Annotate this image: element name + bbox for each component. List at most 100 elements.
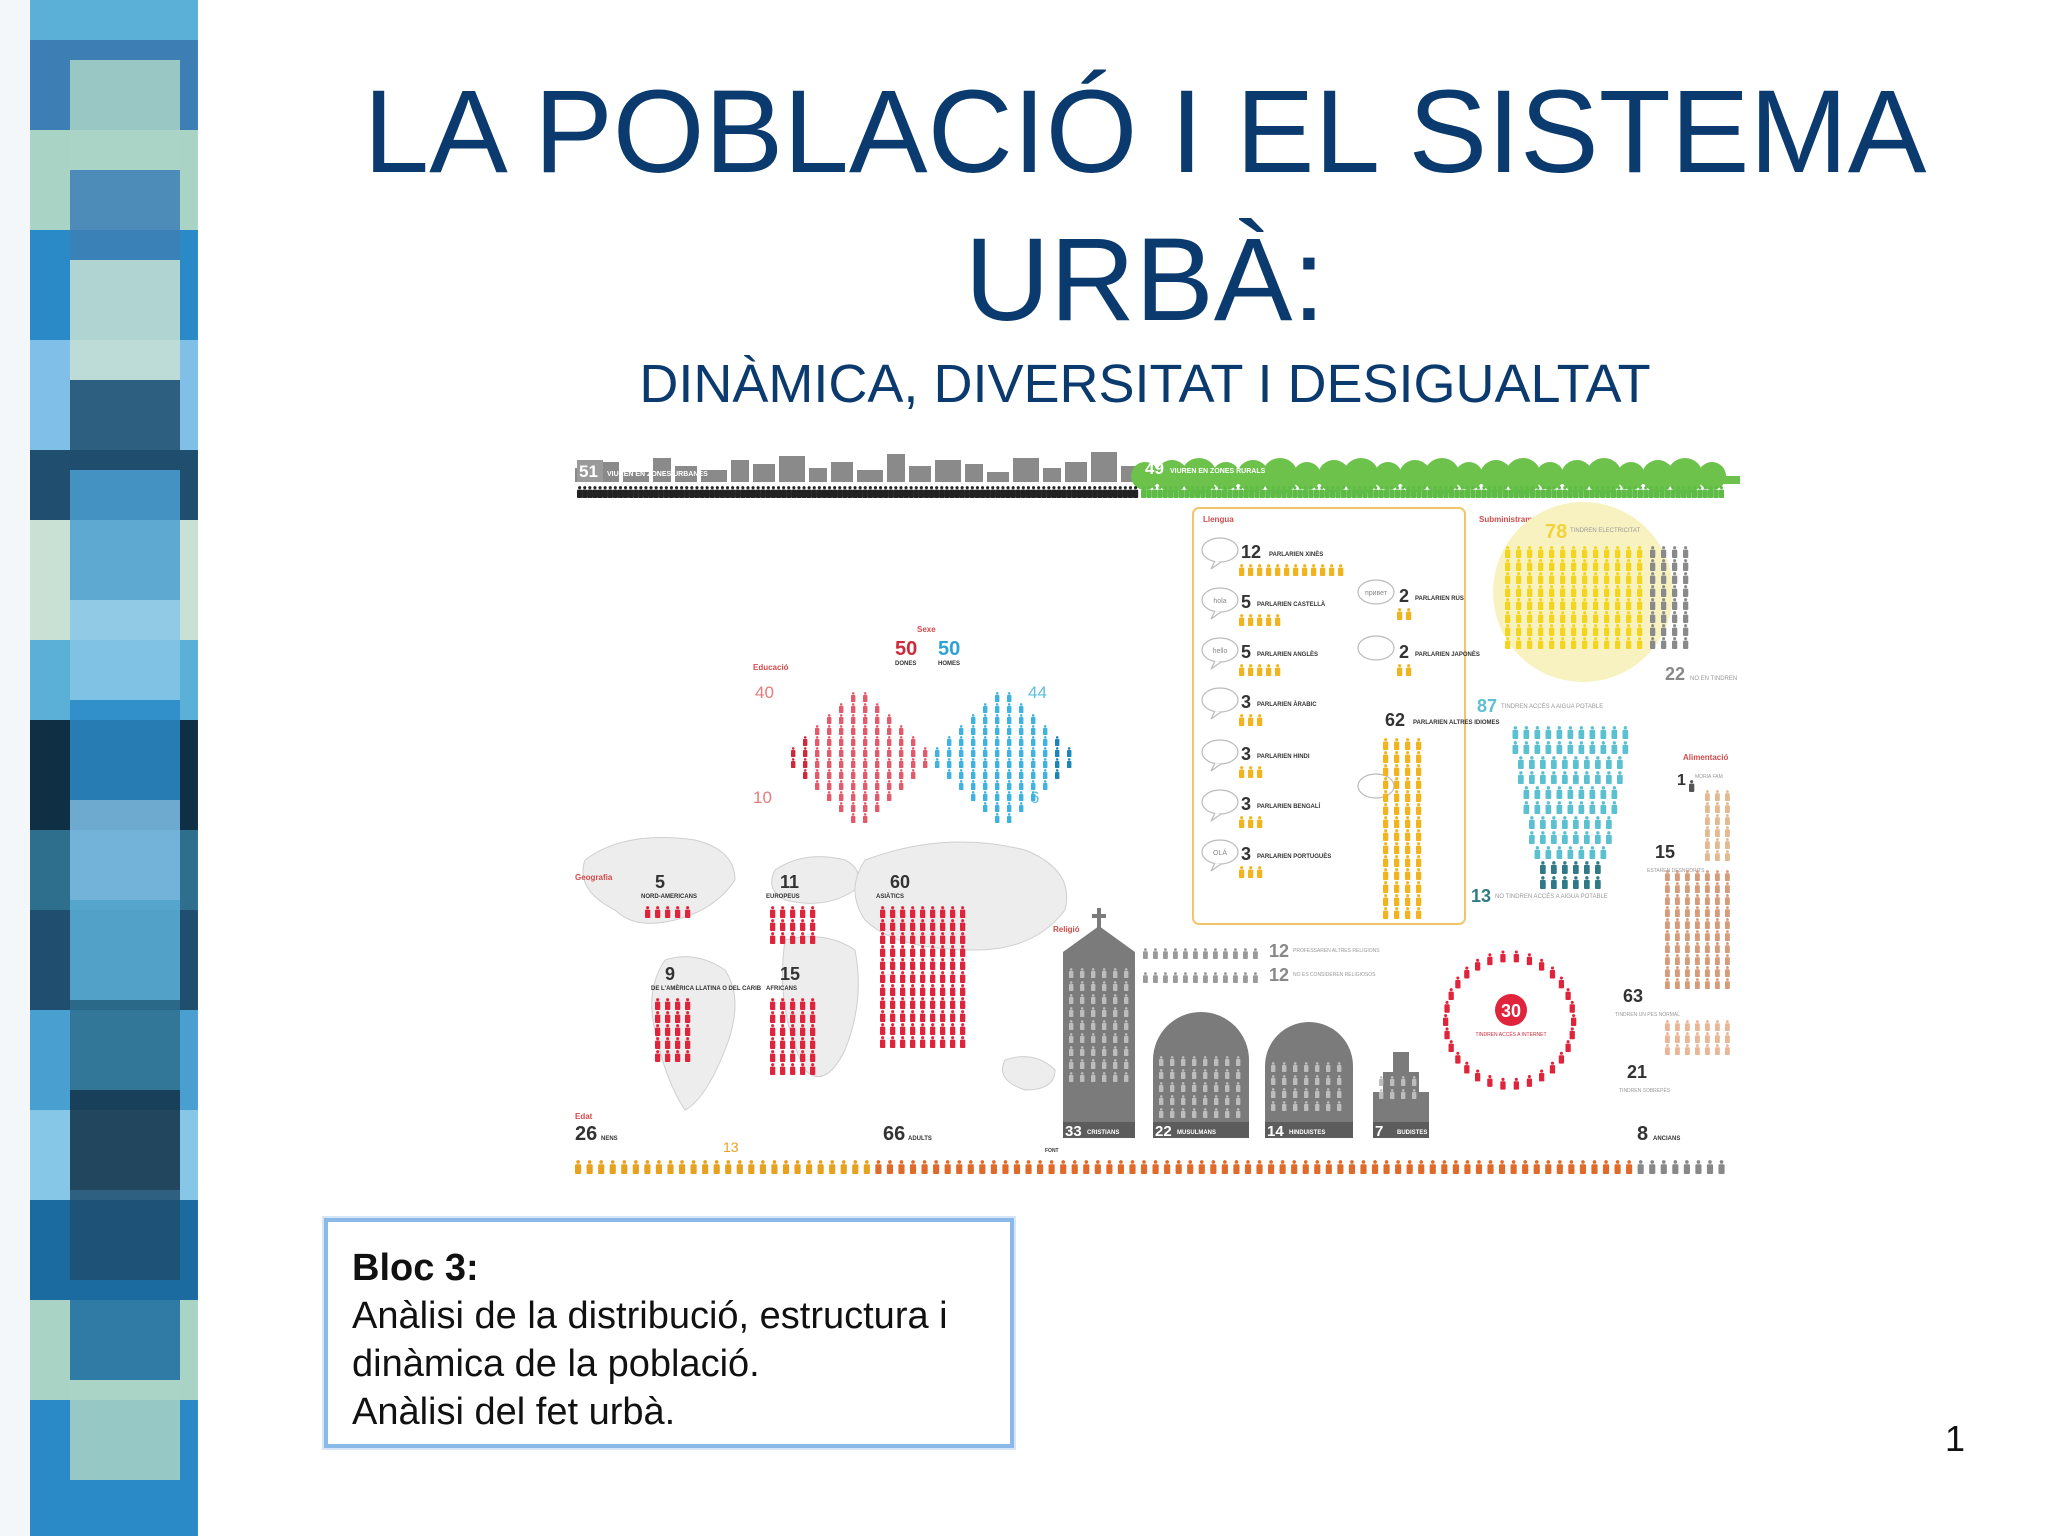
person-icon — [1560, 611, 1566, 623]
person-icon — [1324, 486, 1330, 498]
person-icon — [1556, 1160, 1563, 1174]
person-icon — [1659, 486, 1665, 498]
person-icon — [1113, 981, 1118, 991]
person-icon — [1527, 572, 1533, 584]
person-icon — [1244, 1160, 1252, 1174]
person-icon — [1540, 876, 1546, 889]
person-icon — [791, 747, 796, 757]
person-icon — [1683, 585, 1689, 597]
person-icon — [1007, 780, 1012, 790]
religion-label: BUDISTES — [1397, 1130, 1427, 1136]
person-icon — [1163, 972, 1168, 983]
person-icon — [1643, 486, 1649, 498]
person-icon — [796, 486, 802, 498]
person-icon — [1606, 816, 1612, 829]
person-icon — [1203, 1069, 1208, 1079]
language-value: 3 — [1241, 692, 1251, 712]
person-icon — [1282, 1088, 1287, 1098]
person-icon — [829, 1160, 836, 1174]
person-icon — [1650, 624, 1656, 636]
person-icon — [1007, 736, 1012, 746]
person-icon — [1069, 1007, 1074, 1017]
person-icon — [1405, 855, 1411, 867]
person-icon — [1326, 1101, 1331, 1111]
person-icon — [1567, 801, 1574, 814]
person-icon — [1080, 981, 1085, 991]
person-icon — [780, 919, 786, 931]
person-icon — [1416, 868, 1422, 880]
person-icon — [665, 998, 671, 1010]
person-icon — [1173, 486, 1179, 498]
person-icon — [1685, 894, 1690, 905]
person-icon — [1500, 1077, 1506, 1090]
person-icon — [1302, 1160, 1309, 1174]
person-icon — [910, 1023, 916, 1035]
person-icon — [1019, 769, 1024, 779]
person-icon — [826, 486, 833, 498]
person-icon — [1113, 1072, 1118, 1082]
person-icon — [1019, 747, 1024, 757]
source-label: FONT — [1045, 1148, 1059, 1154]
person-icon — [1499, 1160, 1506, 1174]
person-icon — [920, 958, 926, 970]
person-icon — [839, 714, 844, 724]
overweight-value: 21 — [1627, 1062, 1647, 1082]
person-icon — [1718, 1160, 1725, 1174]
person-icon — [1257, 816, 1263, 828]
person-icon — [1192, 1069, 1197, 1079]
person-icon — [930, 932, 936, 944]
person-icon — [1416, 751, 1422, 763]
person-icon — [851, 692, 856, 702]
person-icon — [1600, 801, 1607, 814]
person-icon — [1615, 559, 1621, 571]
person-icon — [770, 906, 776, 918]
person-icon — [1705, 930, 1710, 941]
person-icon — [685, 1024, 691, 1036]
person-icon — [1705, 838, 1710, 849]
person-icon — [863, 714, 868, 724]
person-icon — [1379, 1076, 1384, 1086]
stripe-block — [70, 1280, 180, 1380]
person-icon — [1571, 637, 1577, 649]
person-icon — [1113, 968, 1118, 978]
person-icon — [832, 486, 838, 498]
person-icon — [947, 736, 952, 746]
slide-subtitle: DINÀMICA, DIVERSITAT I DESIGUALTAT — [639, 354, 1651, 414]
person-icon — [1505, 611, 1511, 623]
person-icon — [1615, 572, 1621, 584]
person-icon — [1650, 585, 1656, 597]
person-icon — [954, 486, 960, 498]
person-icon — [949, 486, 955, 498]
stripe-block — [70, 1380, 180, 1480]
person-icon — [880, 932, 886, 944]
person-icon — [617, 486, 624, 498]
person-icon — [908, 486, 914, 498]
person-icon — [1337, 1101, 1342, 1111]
person-icon — [1675, 954, 1680, 965]
person-icon — [1279, 1160, 1286, 1174]
person-icon — [1225, 1108, 1230, 1118]
person-icon — [1002, 1160, 1009, 1174]
person-icon — [1675, 870, 1680, 881]
person-icon — [950, 945, 956, 957]
person-icon — [851, 703, 856, 713]
person-icon — [1705, 790, 1710, 801]
person-icon — [598, 1160, 605, 1174]
person-icon — [1715, 802, 1720, 813]
person-icon — [1087, 486, 1093, 498]
person-icon — [900, 932, 906, 944]
person-icon — [1505, 598, 1511, 610]
person-icon — [1475, 486, 1482, 498]
person-icon — [880, 997, 886, 1009]
person-icon — [995, 758, 1000, 768]
person-icon — [899, 769, 904, 779]
person-icon — [1284, 564, 1290, 576]
person-icon — [1571, 1014, 1577, 1026]
person-icon — [1589, 846, 1596, 859]
person-icon — [983, 747, 988, 757]
person-icon — [1632, 486, 1638, 498]
person-icon — [1705, 870, 1710, 881]
person-icon — [1665, 882, 1670, 893]
person-icon — [1203, 1095, 1208, 1105]
language-value: 5 — [1241, 592, 1251, 612]
